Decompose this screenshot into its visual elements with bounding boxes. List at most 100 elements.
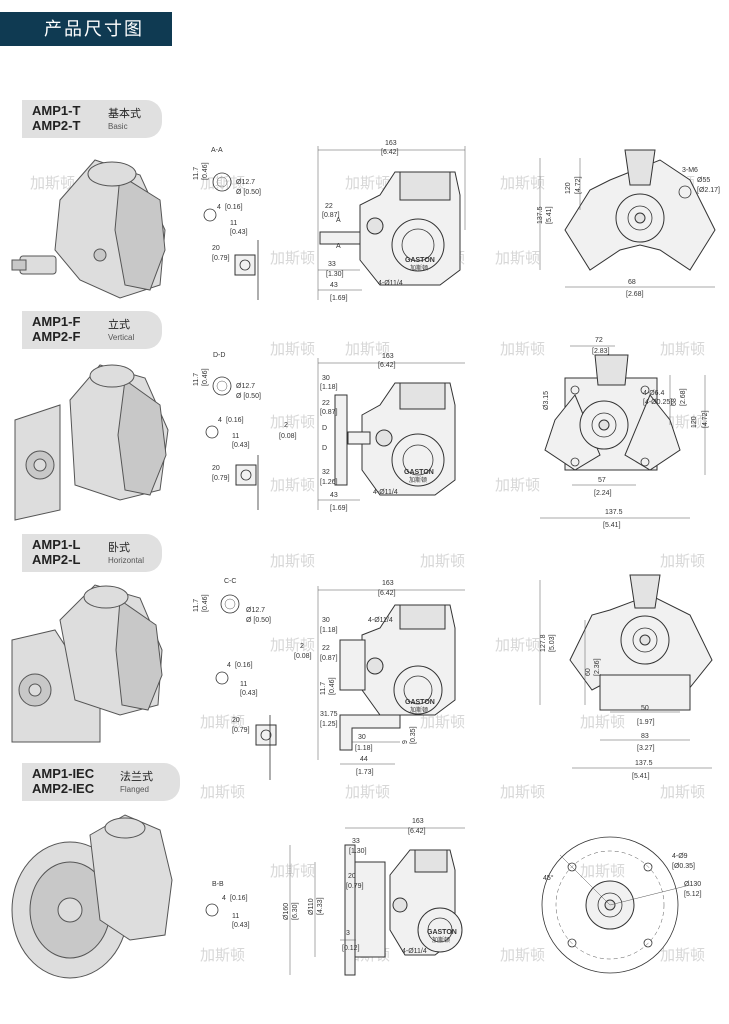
dim-label: [0.87] (320, 409, 338, 416)
dim-label: 137.5 (635, 760, 653, 767)
watermark: 加斯顿 (495, 637, 540, 654)
dim-label: 4-Ø9 (672, 853, 688, 860)
dim-label: [1.30] (349, 848, 367, 855)
dim-label: [0.46] (329, 677, 336, 695)
dim-label: 3 (346, 930, 350, 937)
watermark: 加斯顿 (495, 477, 540, 494)
dim-label: [2.68] (626, 291, 644, 298)
side-view-horizontal: 127.8 [5.03] 60 [2.36] 50 [1.97] 83 [3.2… (539, 574, 713, 780)
dim-label: 50 (641, 705, 649, 712)
type-en: Vertical (108, 333, 135, 342)
watermark: 加斯顿 (30, 175, 75, 192)
dim-label: 72 (595, 337, 603, 344)
model-name: AMP1-IEC (32, 766, 95, 781)
dim-label: [0.08] (279, 433, 297, 440)
dim-label: [0.35] (410, 726, 417, 744)
dim-label: [6.42] (381, 149, 399, 156)
watermark: 加斯顿 (200, 947, 245, 964)
dim-label: [0.46] (202, 594, 209, 612)
brand-logo-cn: 加斯顿 (410, 706, 428, 714)
side-view-flanged: 45° 4-Ø9 [Ø0.35] Ø130 [5.12] (541, 836, 702, 974)
watermark: 加斯顿 (500, 784, 545, 801)
section-view-vertical: D-D Ø12.7 Ø [0.50] 11.7 [0.46] 4 [0.16] … (193, 352, 261, 510)
dim-label: Ø3.15 (543, 391, 550, 410)
dim-label: 3-M6 (682, 167, 698, 174)
watermark: 加斯顿 (660, 947, 705, 964)
dim-label: [5.03] (549, 634, 556, 652)
dim-label: 60 (585, 668, 592, 676)
dim-label: [2.68] (680, 388, 687, 406)
dim-label: [6.30] (292, 902, 299, 920)
dim-label: 43 (330, 492, 338, 499)
model-name: AMP2-IEC (32, 781, 95, 796)
model-name: AMP1-F (32, 314, 81, 329)
dim-label: 4 (217, 204, 221, 211)
watermark: 加斯顿 (500, 175, 545, 192)
section-label: A-A (211, 147, 223, 154)
dim-label: [2.83] (592, 348, 610, 355)
dim-label: 30 (322, 375, 330, 382)
dim-label: 83 (641, 733, 649, 740)
model-label-horizontal: AMP1-L AMP2-L 卧式 Horizontal (22, 534, 162, 572)
dim-label: 11 (240, 681, 247, 688)
dim-label: 4 (227, 662, 231, 669)
dim-label: Ø160 (283, 903, 290, 920)
watermark: 加斯顿 (345, 341, 390, 358)
watermark: 加斯顿 (420, 714, 465, 731)
photo-basic (11, 159, 166, 299)
section-view-basic: A-A Ø12.7 Ø [0.50] 11.7 [0.46] 4 [0.16] … (193, 147, 261, 300)
watermark: 加斯顿 (270, 863, 315, 880)
dim-label: 22 (322, 400, 330, 407)
dim-label: [1.26] (320, 479, 338, 486)
dim-label: [4.33] (317, 897, 324, 915)
type-cn: 法兰式 (120, 771, 153, 783)
dim-label: [4.72] (575, 176, 582, 194)
dim-label: 137.5 (605, 509, 623, 516)
dim-label: [5.41] (546, 206, 553, 224)
dim-label: 20 (232, 717, 240, 724)
dim-label: 68 (671, 398, 678, 406)
dim-label: 11 (230, 220, 237, 227)
dim-label: [0.79] (346, 883, 364, 890)
watermark: 加斯顿 (660, 341, 705, 358)
dim-label: [0.43] (230, 229, 248, 236)
dim-label: Ø [0.50] (236, 189, 261, 196)
dim-label: 43 (330, 282, 338, 289)
dim-label: A (336, 217, 341, 224)
model-name: AMP1-L (32, 537, 81, 552)
dim-label: A (336, 243, 341, 250)
type-en: Basic (108, 122, 128, 131)
model-label-vertical: AMP1-F AMP2-F 立式 Vertical (22, 311, 162, 349)
watermark: 加斯顿 (270, 637, 315, 654)
dim-label: 9 (402, 740, 409, 744)
dim-label: [2.36] (594, 658, 601, 676)
dim-label: 30 (322, 617, 330, 624)
model-label-flanged: AMP1-IEC AMP2-IEC 法兰式 Flanged (22, 763, 180, 801)
dim-label: [5.41] (632, 773, 650, 780)
model-name: AMP2-F (32, 329, 81, 344)
dim-label: 163 (382, 580, 394, 587)
dim-label: [0.12] (342, 945, 360, 952)
dim-label: [0.43] (232, 922, 250, 929)
section-view-horizontal: C-C Ø12.7 Ø [0.50] 11.7 [0.46] 4 [0.16] … (193, 578, 277, 780)
dim-label: 45° (543, 874, 554, 882)
dim-label: 20 (348, 873, 356, 880)
brand-logo: GASTON (404, 469, 434, 476)
dim-label: 163 (412, 818, 424, 825)
model-label-basic: AMP1-T AMP2-T 基本式 Basic (22, 100, 162, 138)
watermark: 加斯顿 (660, 784, 705, 801)
dim-label: 4 (218, 417, 222, 424)
dim-label: [0.46] (202, 162, 209, 180)
watermark: 加斯顿 (580, 863, 625, 880)
dim-label: 11 (232, 913, 239, 920)
dim-label: 127.8 (540, 634, 547, 652)
dim-label: Ø110 (308, 898, 315, 915)
dim-label: 163 (382, 353, 394, 360)
watermark: 加斯顿 (495, 250, 540, 267)
dim-label: [0.79] (212, 475, 230, 482)
type-cn: 立式 (108, 319, 130, 331)
dim-label: [3.27] (637, 745, 655, 752)
watermark: 加斯顿 (270, 553, 315, 570)
dim-label: 20 (212, 245, 220, 252)
dim-label: 22 (322, 645, 330, 652)
